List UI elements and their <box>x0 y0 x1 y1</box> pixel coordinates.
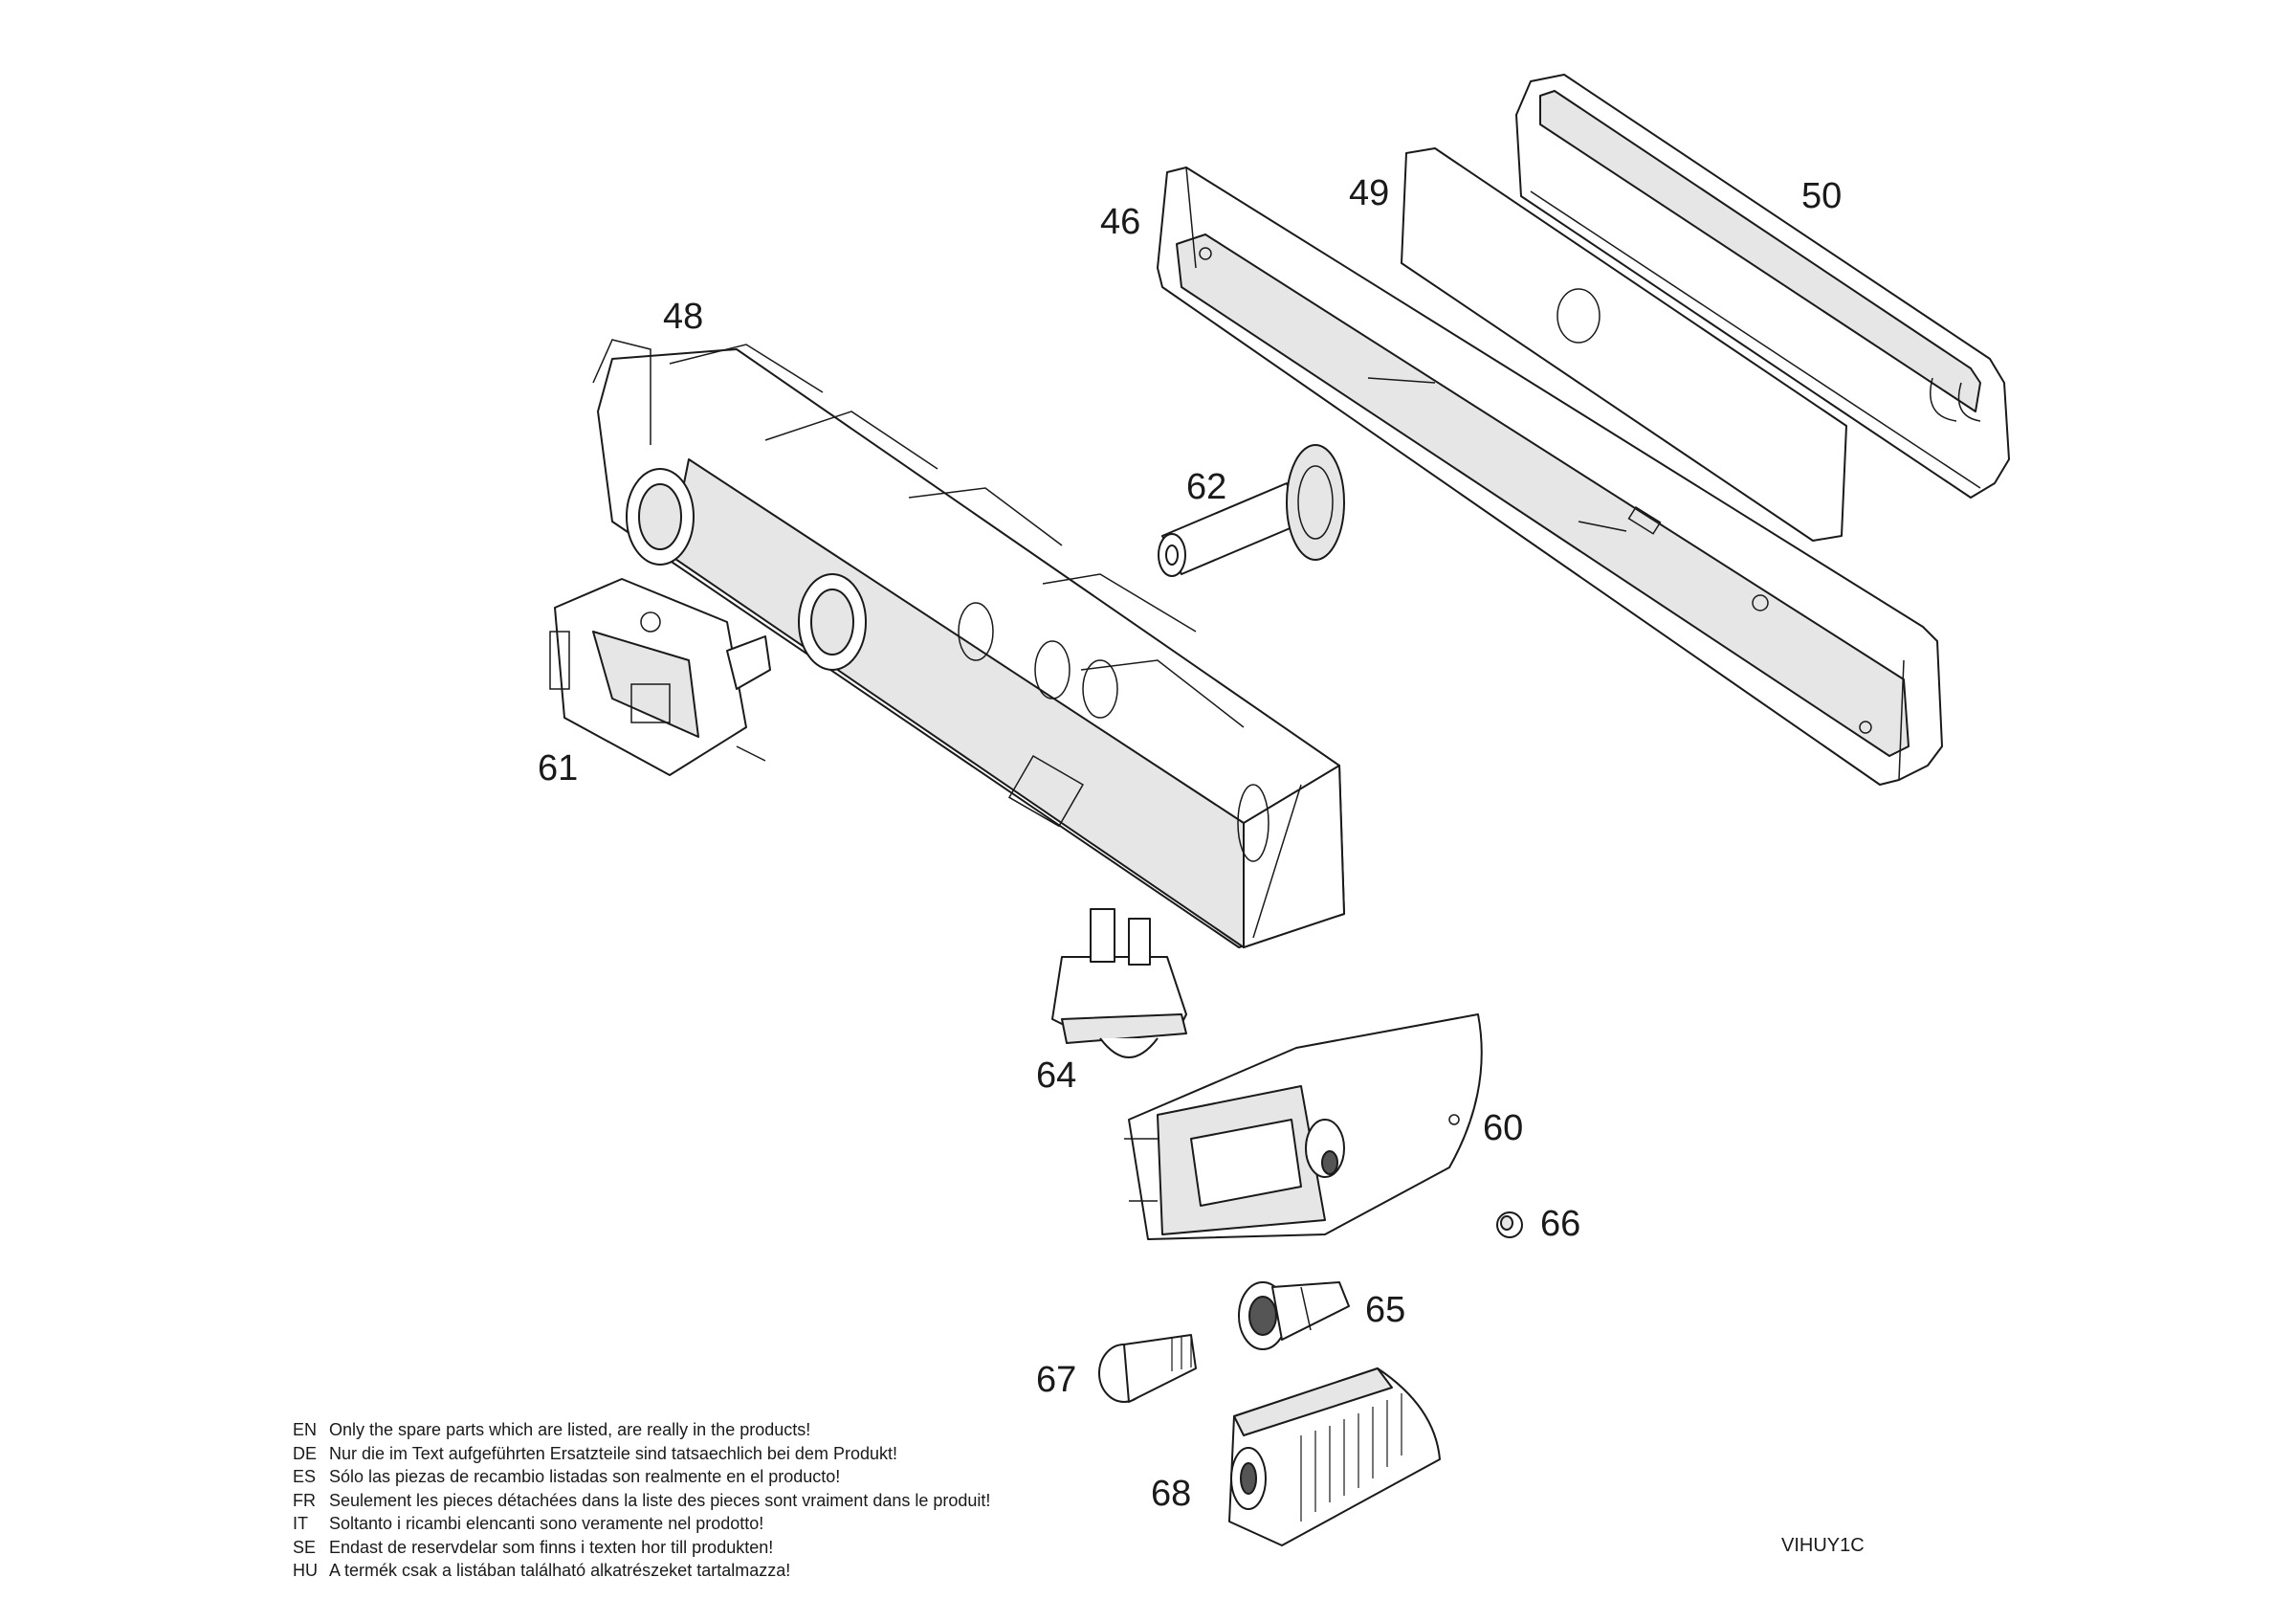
part-50-cover-strip <box>1515 74 2010 499</box>
callout-49: 49 <box>1349 173 1390 213</box>
lang-code: IT <box>293 1514 308 1533</box>
disclaimer-text: Soltanto i ricambi elencanti sono verame… <box>329 1514 764 1533</box>
callout-67: 67 <box>1036 1360 1077 1400</box>
multilingual-disclaimer: EN Only the spare parts which are listed,… <box>293 1418 990 1583</box>
callout-64: 64 <box>1036 1055 1077 1096</box>
part-65-lamp-socket <box>1238 1281 1350 1350</box>
callout-62: 62 <box>1186 467 1227 507</box>
part-68-knob <box>1228 1367 1441 1546</box>
disclaimer-text: A termék csak a listában található alkat… <box>329 1561 791 1580</box>
callout-50: 50 <box>1801 176 1843 216</box>
lang-code: FR <box>293 1490 316 1510</box>
disclaimer-text: Endast de reservdelar som finns i texten… <box>329 1537 774 1557</box>
disclaimer-text: Nur die im Text aufgeführten Ersatzteile… <box>329 1443 897 1463</box>
part-62-shaft <box>1158 444 1345 577</box>
part-64-rocker-switch <box>1051 908 1187 1058</box>
disclaimer-text: Seulement les pieces détachées dans la l… <box>329 1490 991 1510</box>
lang-code: HU <box>293 1561 318 1580</box>
disclaimer-row-en: EN Only the spare parts which are listed,… <box>293 1418 990 1442</box>
disclaimer-row-fr: FR Seulement les pieces détachées dans la… <box>293 1489 990 1513</box>
part-61-thermostat <box>549 578 771 776</box>
lang-code: ES <box>293 1467 317 1486</box>
drawing-code: VIHUY1C <box>1781 1535 1865 1556</box>
part-48-support-bracket <box>592 339 1345 948</box>
disclaimer-row-se: SE Endast de reservdelar som finns i text… <box>293 1536 990 1560</box>
callout-46: 46 <box>1100 202 1141 242</box>
lang-code: DE <box>293 1443 318 1463</box>
callout-60: 60 <box>1483 1108 1524 1148</box>
lang-code: EN <box>293 1420 318 1439</box>
part-66-clip <box>1496 1211 1523 1238</box>
part-67-bulb <box>1098 1334 1197 1403</box>
callout-66: 66 <box>1540 1204 1581 1244</box>
part-60-lamp-housing <box>1124 1013 1483 1240</box>
disclaimer-text: Only the spare parts which are listed, a… <box>329 1420 811 1439</box>
lang-code: SE <box>293 1537 317 1557</box>
disclaimer-row-hu: HU A termék csak a listában található alk… <box>293 1559 990 1583</box>
disclaimer-row-es: ES Sólo las piezas de recambio listadas s… <box>293 1465 990 1489</box>
part-49-label-panel <box>1401 147 1847 542</box>
callout-48: 48 <box>663 297 704 337</box>
callout-68: 68 <box>1151 1474 1192 1514</box>
callout-65: 65 <box>1365 1290 1406 1330</box>
disclaimer-row-de: DE Nur die im Text aufgeführten Ersatztei… <box>293 1442 990 1466</box>
part-46-front-housing <box>1157 167 1943 786</box>
disclaimer-row-it: IT Soltanto i ricambi elencanti sono vera… <box>293 1512 990 1536</box>
disclaimer-text: Sólo las piezas de recambio listadas son… <box>329 1467 841 1486</box>
callout-61: 61 <box>538 748 579 789</box>
